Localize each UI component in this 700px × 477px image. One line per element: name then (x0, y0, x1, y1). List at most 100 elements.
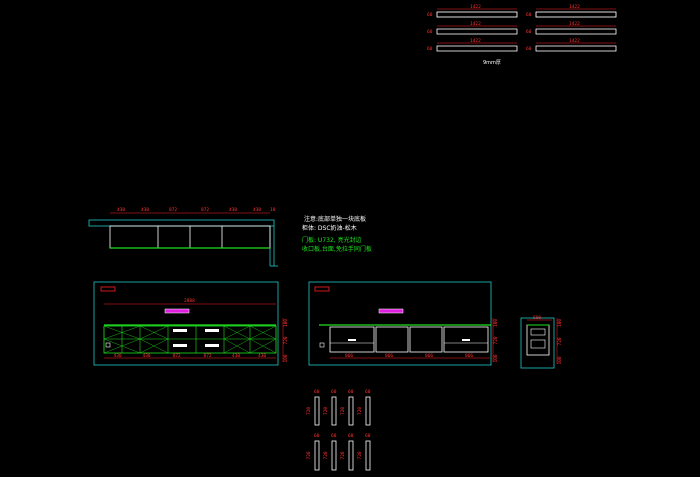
small-part-strip (348, 396, 354, 426)
small-part-height: 720 (340, 407, 346, 415)
panel-strip (436, 11, 518, 18)
left-total-dim: 2888 (184, 298, 195, 304)
panel-height-label: 60 (427, 29, 433, 35)
right-title-tag (314, 286, 330, 292)
side-dim-label: 100 (493, 319, 499, 327)
small-part-height: 720 (323, 451, 329, 459)
left-bottom-dim-label: 872 (204, 353, 212, 359)
right-logo-block (378, 308, 404, 314)
small-part-height: 720 (306, 451, 312, 459)
small-part-strip (314, 440, 320, 471)
small-part-height: 720 (357, 407, 363, 415)
small-part-strip (331, 440, 337, 471)
panel-height-label: 60 (526, 12, 532, 18)
side-dim-label: 720 (283, 336, 289, 344)
left-drawer-handle-3 (173, 344, 187, 347)
left-title-tag (100, 286, 116, 292)
side-top-dim: 600 (533, 315, 541, 321)
door-swing-line (249, 338, 277, 354)
door-swing-line (223, 338, 251, 354)
right-bottom-dim-label: 866 (425, 353, 433, 359)
left-bottom-dim-label: 430 (114, 353, 122, 359)
panel-width-label: 1422 (470, 21, 481, 27)
small-part-width: 60 (331, 389, 337, 395)
right-frame (308, 281, 492, 366)
upper-dim-label: 430 (117, 207, 125, 213)
side-shelf-2 (530, 339, 546, 349)
panel-width-label: 1422 (470, 38, 481, 44)
panel-strip (535, 28, 617, 35)
door-swing-line (139, 338, 169, 354)
small-part-strip (331, 396, 337, 426)
door-swing-line (223, 325, 251, 340)
side-dim-label: 720 (493, 336, 499, 344)
side-dim-label: 100 (557, 319, 563, 327)
right-bottom-dim-label: 866 (385, 353, 393, 359)
panel-width-label: 1422 (569, 21, 580, 27)
right-drawer-box (443, 326, 489, 353)
small-part-width: 60 (314, 389, 320, 395)
small-part-width: 60 (348, 433, 354, 439)
panel-height-label: 60 (526, 46, 532, 52)
upper-dim-label: 872 (201, 207, 209, 213)
left-bottom-dim-label: 872 (173, 353, 181, 359)
left-cabinet-body (103, 325, 277, 354)
small-part-height: 720 (357, 451, 363, 459)
note-line-1: 注意:底部单独一块底板 (304, 216, 367, 223)
small-part-width: 60 (314, 433, 320, 439)
left-bottom-dim-label: 430 (143, 353, 151, 359)
small-part-strip (365, 396, 371, 426)
small-part-height: 720 (306, 407, 312, 415)
upper-dim-label: 872 (169, 207, 177, 213)
upper-right-dim: 18 (270, 207, 276, 213)
small-part-height: 720 (340, 451, 346, 459)
upper-dim-label: 430 (253, 207, 261, 213)
left-socket (105, 342, 111, 348)
left-drawer-handle-4 (205, 344, 219, 347)
small-part-strip (314, 396, 320, 426)
panel-width-label: 1422 (470, 4, 481, 10)
door-swing-line (249, 325, 277, 340)
right-drawer-box (409, 326, 443, 353)
right-socket (319, 342, 325, 348)
upper-dim-label: 430 (229, 207, 237, 213)
door-swing-line (139, 325, 169, 340)
panel-height-label: 60 (526, 29, 532, 35)
left-logo-block (164, 308, 190, 314)
right-bottom-dim-label: 866 (345, 353, 353, 359)
panel-strip-shadow (535, 11, 617, 18)
panel-strip (436, 28, 518, 35)
left-drawer-handle-2 (205, 329, 219, 332)
small-part-width: 60 (365, 433, 371, 439)
small-part-height: 720 (323, 407, 329, 415)
panel-strip (436, 45, 518, 52)
door-swing-line (103, 338, 141, 354)
right-drawer-box (329, 326, 375, 353)
small-part-strip (348, 440, 354, 471)
left-frame (93, 281, 279, 366)
upper-dim-label: 430 (141, 207, 149, 213)
panel-height-label: 60 (427, 46, 433, 52)
panel-strip (535, 11, 617, 18)
side-dim-label: 720 (557, 337, 563, 345)
side-dim-label: 100 (557, 356, 563, 364)
right-bottom-dim-label: 866 (465, 353, 473, 359)
small-part-strip (365, 440, 371, 471)
upper-cabinet-elevation: 430 430 872 872 430 430 18 (88, 207, 278, 267)
side-section-view: 600 100 720 100 (520, 315, 563, 369)
right-drawer-box (375, 326, 409, 353)
upper-top-board (88, 219, 275, 227)
door-swing-line (103, 325, 141, 340)
side-dim-label: 100 (283, 319, 289, 327)
panel-width-label: 1422 (569, 38, 580, 44)
small-part-width: 60 (331, 433, 337, 439)
right-drawer-handle (462, 339, 470, 341)
note-line-2: 柜体: DSC奶油-松木 (302, 225, 357, 232)
note-line-4: 收口板,台面,免拉手同门板 (302, 246, 372, 253)
left-bottom-dim-label: 430 (232, 353, 240, 359)
panel-height-label: 60 (427, 12, 433, 18)
